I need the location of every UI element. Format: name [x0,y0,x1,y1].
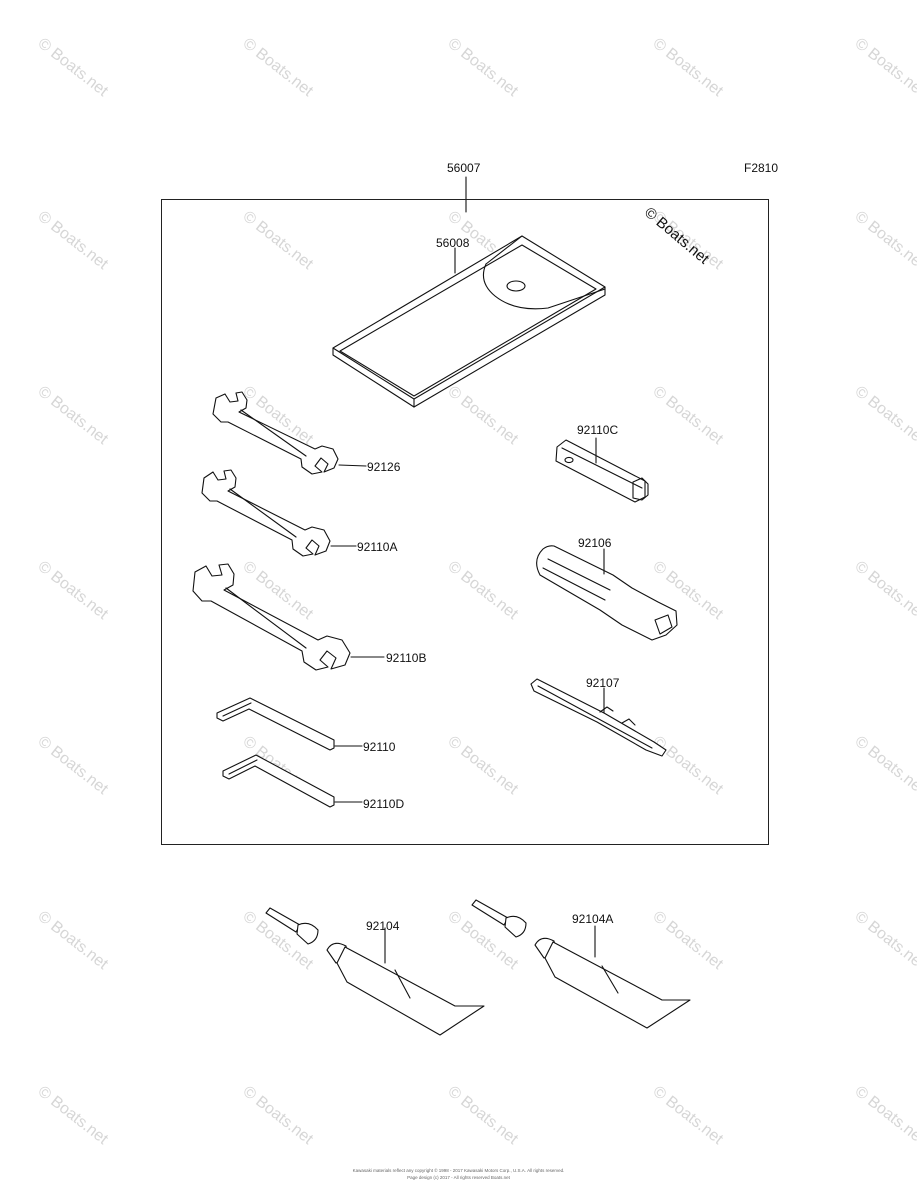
label-92110C: 92110C [577,423,619,437]
copyright-line: Kawasaki materials reflect any copyright… [352,1168,565,1173]
tool-pouch-drawing [332,235,606,408]
assembly-frame [161,199,769,845]
label-92110A: 92110A [357,540,398,554]
label-92104: 92104 [366,919,400,933]
label-92110B: 92110B [386,651,427,665]
label-92107: 92107 [586,676,620,690]
wrench-92126-drawing [212,391,367,475]
hex-key-92110D-drawing [222,754,363,808]
label-56007: 56007 [447,161,481,175]
screwdriver-handle-92106-drawing [536,545,678,641]
label-92106: 92106 [578,536,612,550]
grease-tube-92104-drawing [265,907,485,1036]
box-spanner-92110C-drawing [555,437,649,503]
wrench-92110B-drawing [192,563,385,671]
label-56008: 56008 [436,236,470,250]
grease-tube-92104A-drawing [471,899,691,1029]
figure-code: F2810 [744,161,779,175]
label-92126: 92126 [367,460,401,474]
label-92104A: 92104A [572,912,614,926]
page-design-line: Page design (c) 2017 - All rights reserv… [407,1175,510,1180]
label-92110D: 92110D [363,797,405,811]
hex-key-92110-drawing [216,697,363,751]
wrench-92110A-drawing [201,469,357,557]
screwdriver-bit-92107-drawing [530,678,667,757]
label-92110: 92110 [363,740,396,754]
